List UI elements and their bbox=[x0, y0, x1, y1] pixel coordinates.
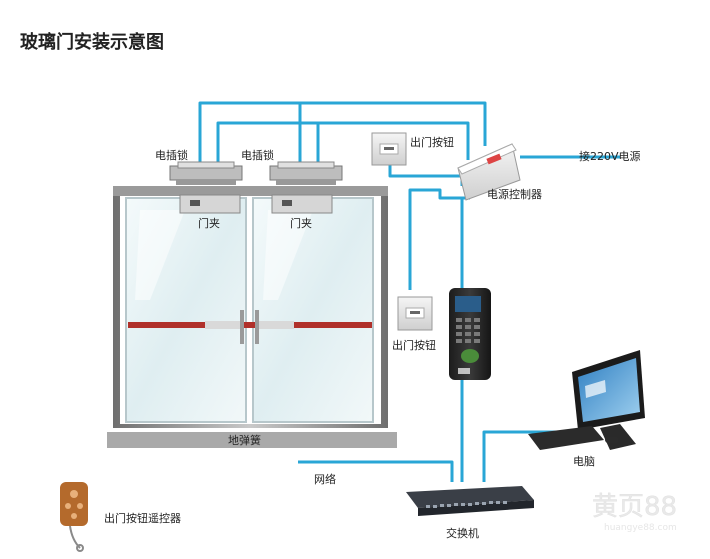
remote-control bbox=[60, 482, 88, 552]
power-in-label: 接220V电源 bbox=[579, 149, 641, 163]
remote-label: 出门按钮遥控器 bbox=[104, 511, 181, 525]
exit-button-top bbox=[371, 132, 407, 166]
floor-spring-label: 地弹簧 bbox=[228, 433, 261, 447]
lock-right-label: 电插锁 bbox=[241, 148, 274, 162]
lock-left-label: 电插锁 bbox=[155, 148, 188, 162]
clip-right-label: 门夹 bbox=[290, 216, 312, 230]
computer bbox=[528, 350, 645, 450]
page-title: 玻璃门安装示意图 bbox=[20, 31, 164, 53]
watermark: 黄页88 huangye88.com bbox=[592, 492, 678, 533]
fingerprint-reader bbox=[449, 288, 491, 380]
electric-lock-left bbox=[169, 161, 243, 185]
door-clip-right bbox=[271, 194, 333, 214]
door-clip-left bbox=[179, 194, 241, 214]
floor-spring-bar bbox=[107, 432, 397, 448]
electric-lock-right bbox=[269, 161, 343, 185]
exit-button-side-label: 出门按钮 bbox=[392, 338, 436, 352]
door-handle-bar bbox=[128, 322, 372, 328]
watermark-url: huangye88.com bbox=[604, 523, 677, 533]
clip-left-label: 门夹 bbox=[198, 216, 220, 230]
exit-button-top-label: 出门按钮 bbox=[410, 135, 454, 149]
watermark-logo: 黄页88 bbox=[592, 492, 677, 522]
exit-button-side bbox=[397, 296, 433, 331]
wiring bbox=[198, 101, 620, 482]
network-label: 网络 bbox=[314, 472, 336, 486]
door-panel-left bbox=[125, 197, 247, 423]
computer-label: 电脑 bbox=[573, 455, 595, 468]
glass-door bbox=[113, 186, 388, 428]
switch-label: 交换机 bbox=[446, 526, 479, 540]
network-switch bbox=[406, 486, 534, 516]
power-controller-label: 电源控制器 bbox=[487, 187, 542, 201]
power-controller bbox=[457, 143, 521, 201]
